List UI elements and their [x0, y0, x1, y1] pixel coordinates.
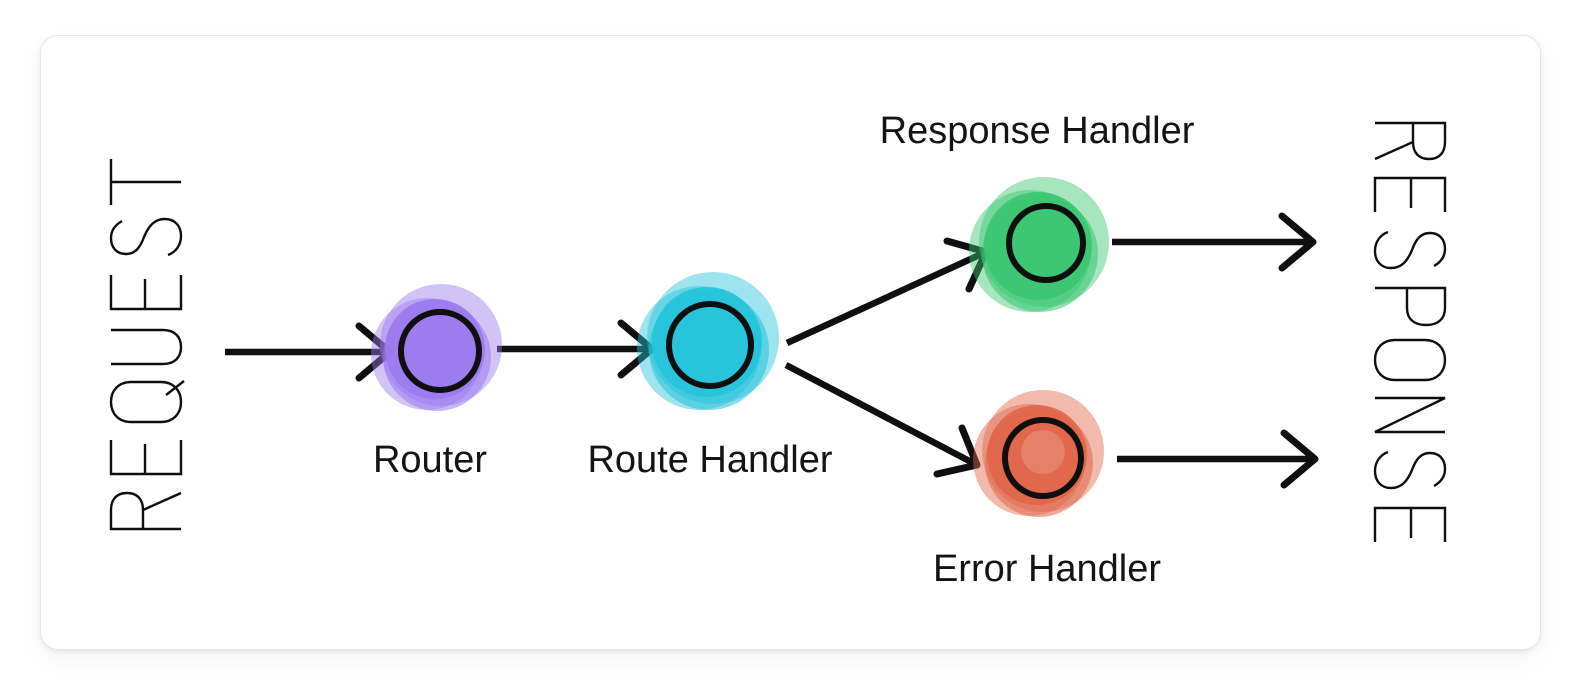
node-response-handler: Response Handler	[880, 110, 1195, 312]
route-handler-blob	[637, 272, 779, 410]
request-word	[109, 159, 185, 531]
arrow-error-handler-to-response	[1117, 429, 1319, 489]
route-handler-label: Route Handler	[587, 439, 832, 481]
router-label: Router	[373, 439, 487, 481]
router-circle-icon	[398, 309, 482, 393]
response-word	[1373, 121, 1447, 542]
arrow-response-handler-to-response	[1112, 212, 1317, 272]
node-router: Router	[371, 284, 502, 481]
node-error-handler: Error Handler	[933, 390, 1161, 590]
arrow-router-to-route-handler	[497, 319, 656, 379]
response-handler-circle-icon	[1006, 203, 1086, 283]
node-route-handler: Route Handler	[587, 272, 833, 481]
route-handler-circle-icon	[666, 301, 754, 389]
arrow-route-handler-to-response-handler	[785, 237, 990, 346]
arrow-route-handler-to-error-handler	[784, 362, 981, 478]
arrow-request-to-router	[225, 322, 394, 382]
response-handler-blob	[969, 177, 1109, 312]
error-handler-circle-icon	[1002, 417, 1084, 499]
response-handler-label: Response Handler	[880, 110, 1195, 152]
error-handler-label: Error Handler	[933, 548, 1161, 590]
